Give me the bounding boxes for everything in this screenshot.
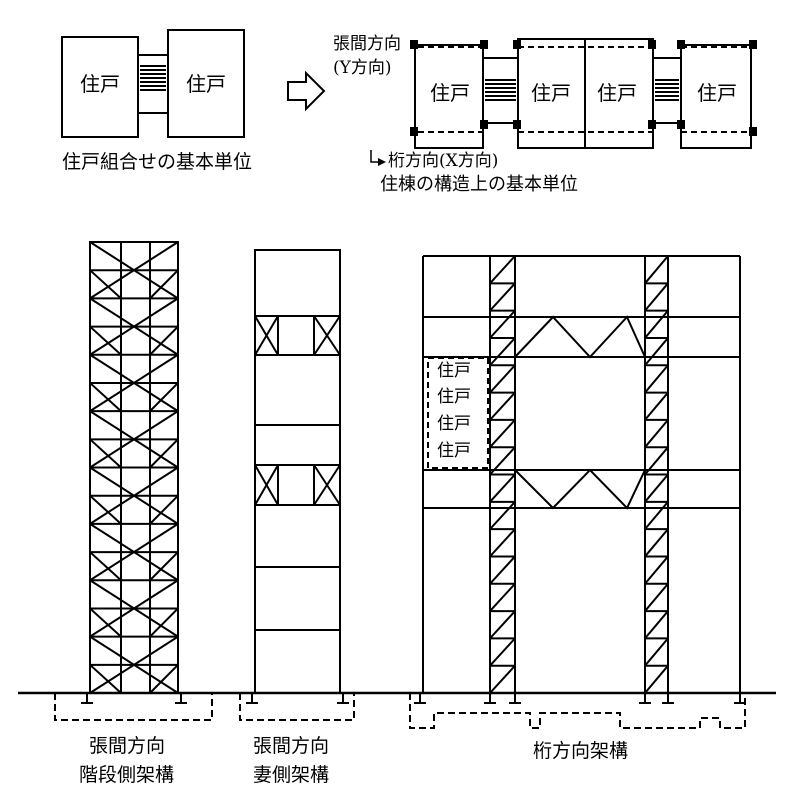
dashed-unit-2: 住戸	[437, 387, 471, 407]
core-brace	[489, 528, 516, 558]
unit-combination-drawing	[61, 29, 245, 138]
diagonal-brace	[89, 494, 122, 525]
diagonal-brace	[89, 438, 122, 469]
diagonal-brace	[149, 438, 179, 469]
unit-label-left-a: 住戸	[80, 72, 120, 96]
x-brace	[89, 241, 179, 300]
unit-label-right-3: 住戸	[597, 81, 637, 105]
gable-frame-caption-1: 張間方向	[253, 735, 330, 757]
core-brace	[644, 637, 669, 667]
span-direction-axis: (Y方向)	[333, 58, 392, 78]
core-brace	[644, 583, 669, 612]
core-brace	[644, 665, 669, 694]
diagonal-brace	[149, 325, 179, 356]
core-brace	[489, 501, 516, 530]
core-brace	[644, 528, 669, 558]
core-brace	[644, 555, 669, 585]
diagonal-brace	[89, 664, 122, 694]
column-markers	[410, 40, 757, 136]
stair-hatch-left	[140, 65, 166, 91]
core-brace	[489, 446, 516, 476]
dashed-unit-4: 住戸	[437, 441, 471, 461]
core-brace	[489, 637, 516, 667]
core-brace	[489, 255, 516, 284]
core-brace	[644, 610, 669, 640]
core-brace	[489, 555, 516, 585]
diagonal-brace	[149, 494, 179, 525]
core-brace	[644, 446, 669, 476]
core-brace	[489, 364, 516, 394]
diagonal-brace	[149, 269, 179, 300]
x-brace	[89, 410, 179, 469]
unit-label-right-4: 住戸	[697, 81, 737, 105]
gable-frame-caption-2: 妻側架構	[253, 764, 330, 786]
core-brace	[644, 282, 669, 312]
gable-side-frame	[239, 249, 355, 721]
core-brace	[644, 473, 669, 503]
x-brace	[89, 297, 179, 356]
unit-label-right-1: 住戸	[430, 81, 470, 105]
girder-frame-caption: 桁方向架構	[533, 740, 629, 762]
core-brace	[489, 309, 516, 339]
core-brace	[644, 337, 669, 366]
diagonal-brace	[149, 607, 179, 638]
core-brace	[489, 419, 516, 448]
core-brace	[489, 473, 516, 503]
core-brace	[644, 419, 669, 448]
diagonal-brace	[89, 382, 122, 412]
diagonal-brace	[89, 551, 122, 581]
diagonal-brace	[149, 664, 179, 694]
diagonal-brace	[89, 607, 122, 638]
diagonal-brace	[89, 325, 122, 356]
structural-unit-drawing	[370, 38, 757, 166]
core-brace	[489, 391, 516, 421]
unit-combination-caption: 住戸組合せの基本単位	[62, 151, 253, 173]
core-brace	[489, 665, 516, 694]
stair-side-frame	[54, 241, 213, 721]
core-brace	[644, 391, 669, 421]
dashed-unit-3: 住戸	[437, 414, 471, 434]
core-brace	[489, 337, 516, 366]
core-brace	[644, 255, 669, 284]
x-brace	[89, 523, 179, 582]
structural-unit-caption: 住棟の構造上の基本単位	[380, 174, 578, 195]
stair-frame-caption-2: 階段側架構	[79, 764, 175, 786]
span-direction-label: 張間方向	[333, 34, 401, 54]
direction-arrow	[287, 70, 326, 112]
core-brace	[644, 364, 669, 394]
x-brace	[89, 353, 179, 412]
core-brace	[644, 501, 669, 530]
x-brace	[89, 466, 179, 525]
dashed-unit-1: 住戸	[437, 361, 471, 381]
girder-direction-label: 桁方向(X方向)	[388, 151, 499, 171]
core-brace	[489, 610, 516, 640]
stair-frame-caption-1: 張間方向	[89, 735, 166, 757]
core-brace	[644, 309, 669, 339]
unit-label-right-2: 住戸	[531, 81, 571, 105]
diagonal-brace	[149, 551, 179, 581]
x-brace	[89, 579, 179, 638]
girder-direction-frame	[409, 255, 746, 729]
x-brace	[89, 635, 179, 694]
diagonal-brace	[149, 382, 179, 412]
diagonal-brace	[89, 269, 122, 300]
core-brace	[489, 583, 516, 612]
unit-label-left-b: 住戸	[186, 72, 226, 96]
core-brace	[489, 282, 516, 312]
